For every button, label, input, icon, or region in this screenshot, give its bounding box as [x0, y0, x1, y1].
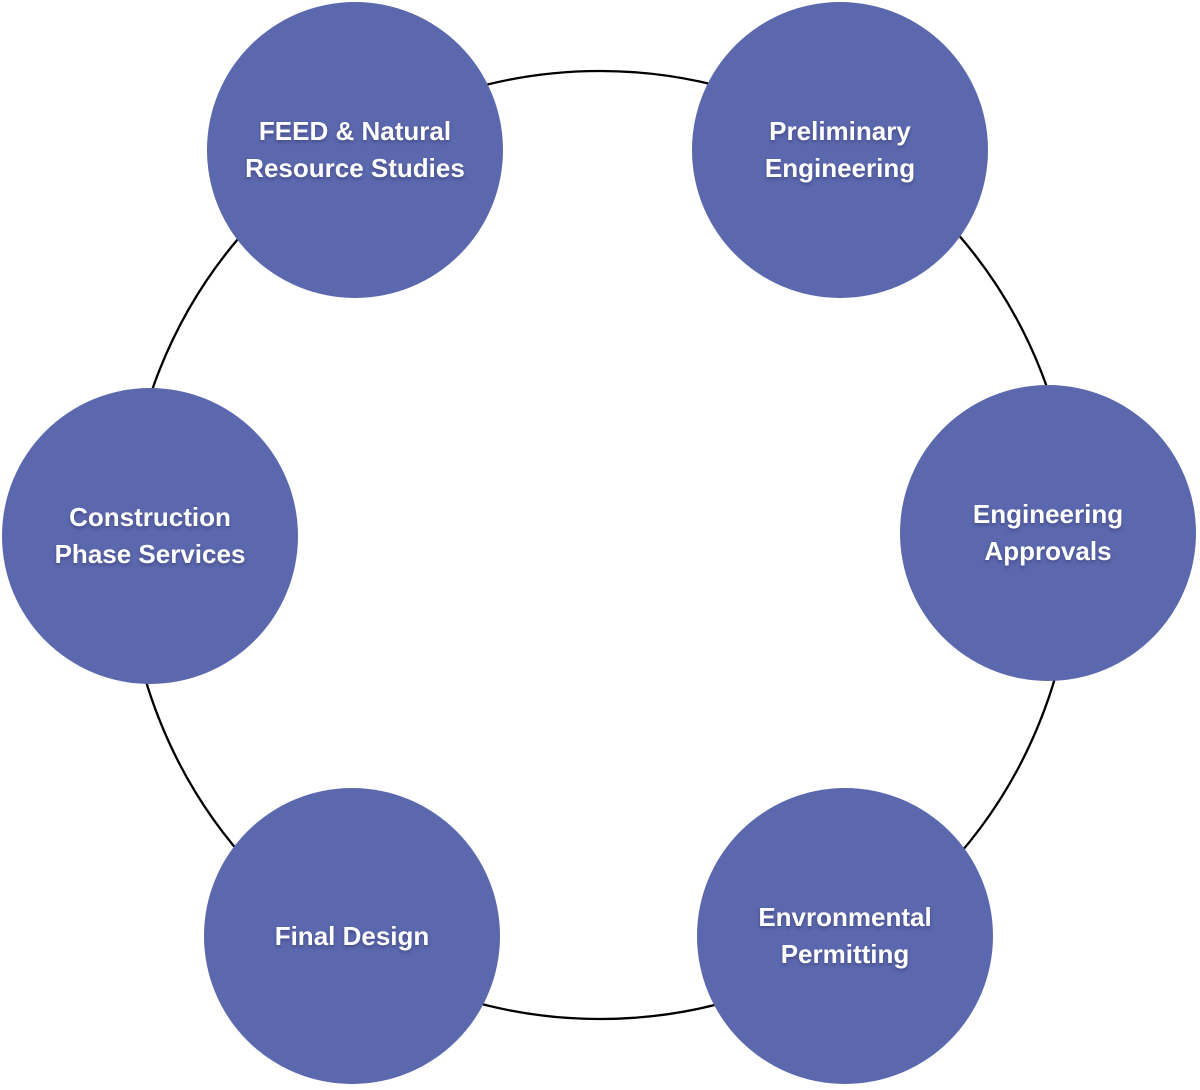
- node-preliminary-engineering: Preliminary Engineering: [692, 2, 988, 298]
- node-label: Construction Phase Services: [54, 502, 246, 569]
- node-construction-phase-services: Construction Phase Services: [2, 388, 298, 684]
- node-label: Preliminary Engineering: [764, 116, 916, 183]
- node-feed-natural-resource-studies: FEED & Natural Resource Studies: [207, 2, 503, 298]
- node-label: Engineering Approvals: [972, 499, 1124, 566]
- node-label: Envronmental Permitting: [758, 902, 932, 969]
- node-label: Final Design: [274, 920, 430, 951]
- node-engineering-approvals: Engineering Approvals: [900, 385, 1196, 681]
- node-label: FEED & Natural Resource Studies: [245, 116, 465, 183]
- node-envronmental-permitting: Envronmental Permitting: [697, 788, 993, 1084]
- node-final-design: Final Design: [204, 788, 500, 1084]
